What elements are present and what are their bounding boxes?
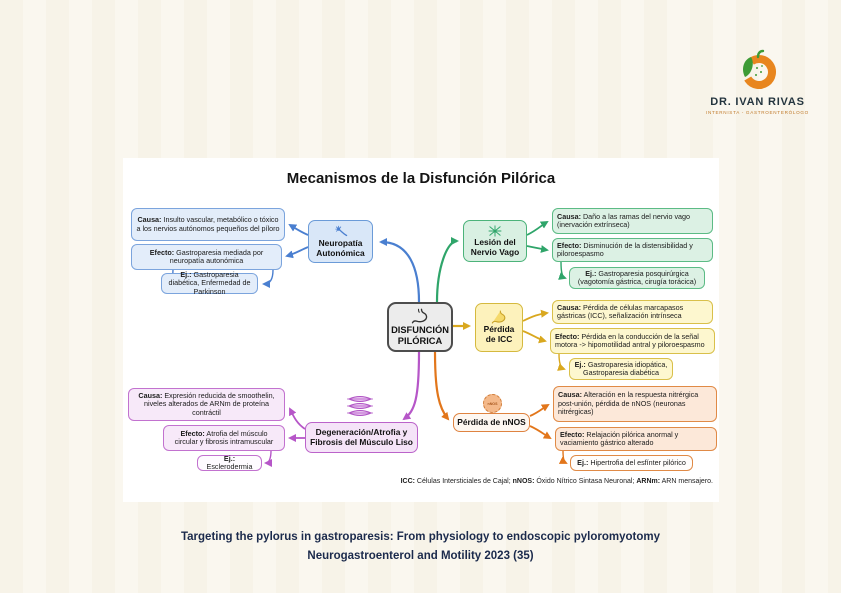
citation-title-line: Targeting the pylorus in gastroparesis: … (180, 531, 661, 543)
causa-label: Causa: (557, 302, 581, 312)
neuron-icon (334, 225, 347, 236)
causa-text: Expresión reducida de smoothelin, nivele… (143, 390, 275, 417)
logo-specialty: INTERNISTA - GASTROENTERÓLOGO (706, 110, 809, 115)
efecto-label: Efecto: (557, 240, 582, 250)
footnote-arnm-text: ARN mensajero. (660, 478, 713, 485)
icc-ejemplo-box: Ej.: Gastroparesia idiopática, Gastropar… (569, 358, 673, 380)
center-node-label: DISFUNCIÓN PILÓRICA (391, 324, 449, 346)
efecto-label: Efecto: (149, 247, 175, 257)
node-label: Lesión del Nervio Vago (470, 236, 520, 257)
node-perdida-icc: Pérdida de ICC (475, 303, 523, 352)
causa-label: Causa: (558, 390, 582, 400)
musculo-efecto-box: Efecto: Atrofia del músculo circular y f… (163, 425, 285, 451)
stomach-small-icon (491, 310, 506, 324)
footnote-icc-text: Células Intersticiales de Cajal; (414, 478, 513, 485)
ej-text: Gastroparesia diabética, Enfermedad de P… (168, 269, 251, 296)
diagram-title: Mecanismos de la Disfunción Pilórica (286, 170, 556, 187)
doctor-logo: DR. IVAN RIVAS INTERNISTA - GASTROENTERÓ… (700, 48, 815, 115)
efecto-text: Relajación pilórica anormal y vaciamient… (560, 429, 679, 447)
node-label: Neuropatía Autonómica (316, 237, 365, 258)
node-perdida-nnos: Pérdida de nNOS (453, 413, 530, 432)
ej-label: Ej.: (585, 268, 597, 278)
reference-citation: Targeting the pylorus in gastroparesis: … (0, 528, 841, 566)
nnos-causa-box: Causa: Alteración en la respuesta nitrér… (553, 386, 717, 422)
ej-label: Ej.: (223, 453, 236, 463)
musculo-causa-box: Causa: Expresión reducida de smoothelin,… (128, 388, 285, 421)
nnos-ejemplo-box: Ej.: Hipertrofia del esfínter pilórico (570, 455, 693, 471)
node-label: Pérdida de nNOS (457, 416, 526, 427)
nervio-vago-ejemplo-box: Ej.: Gastroparesia posquirúrgica (vagoto… (569, 267, 705, 289)
node-degeneracion-musculo-liso: Degeneración/Atrofia y Fibrosis del Músc… (305, 422, 418, 453)
node-neuropatia-autonomica: Neuropatía Autonómica (308, 220, 373, 263)
footnote-nnos-abbr: nNOS: (512, 478, 535, 485)
muscle-fibers-icon (347, 396, 373, 416)
logo-doctor-name: DR. IVAN RIVAS (710, 96, 805, 108)
ej-label: Ej.: (577, 457, 589, 467)
efecto-label: Efecto: (180, 428, 205, 438)
ej-text: Gastroparesia posquirúrgica (vagotomía g… (577, 268, 697, 286)
footnote-arnm-abbr: ARNm: (636, 478, 661, 485)
causa-text: Pérdida de células marcapasos gástricas … (557, 302, 684, 320)
connector-lines (164, 220, 568, 467)
ej-label: Ej.: (180, 269, 192, 279)
nnos-badge-text: nNOS (487, 401, 498, 406)
abbreviations-footnote: ICC: Células Intersticiales de Cajal; nN… (401, 478, 713, 485)
causa-label: Causa: (138, 390, 163, 400)
nerve-icon (488, 225, 502, 237)
causa-text: Insulto vascular, metabólico o tóxico a … (136, 215, 280, 233)
neuropatia-efecto-box: Efecto: Gastroparesia mediada por neurop… (131, 244, 282, 270)
causa-label: Causa: (557, 211, 581, 221)
efecto-text: Disminución de la distensibilidad y pilo… (557, 240, 693, 258)
efecto-text: Pérdida en la conducción de la señal mot… (555, 331, 705, 349)
neuropatia-ejemplo-box: Ej.: Gastroparesia diabética, Enfermedad… (161, 269, 258, 296)
ej-label: Ej.: (574, 359, 586, 369)
node-lesion-nervio-vago: Lesión del Nervio Vago (463, 220, 527, 262)
citation-journal-line: Neurogastroenterol and Motility 2023 (35… (307, 550, 534, 562)
causa-text: Daño a las ramas del nervio vago (inerva… (557, 211, 691, 229)
ej-text: Esclerodermia (206, 462, 253, 471)
efecto-label: Efecto: (555, 331, 580, 341)
node-label: Degeneración/Atrofia y Fibrosis del Músc… (310, 426, 413, 447)
efecto-text: Atrofia del músculo circular y fibrosis … (174, 428, 274, 446)
node-disfuncion-pilorica: DISFUNCIÓN PILÓRICA (387, 302, 453, 352)
nervio-vago-efecto-box: Efecto: Disminución de la distensibilida… (552, 238, 713, 262)
node-label: Pérdida de ICC (483, 324, 515, 344)
stomach-logo-icon (741, 49, 776, 89)
musculo-ejemplo-box: Ej.: Esclerodermia (197, 453, 262, 471)
efecto-text: Gastroparesia mediada por neuropatía aut… (169, 247, 264, 265)
icc-efecto-box: Efecto: Pérdida en la conducción de la s… (550, 328, 715, 354)
mindmap-slide-panel: Mecanismos de la Disfunción Pilórica (123, 158, 719, 502)
nnos-efecto-box: Efecto: Relajación pilórica anormal y va… (555, 427, 717, 451)
ej-text: Gastroparesia idiopática, Gastroparesia … (583, 359, 668, 377)
icc-causa-box: Causa: Pérdida de células marcapasos gás… (552, 300, 713, 324)
efecto-label: Efecto: (560, 429, 585, 439)
causa-text: Alteración en la respuesta nitrérgica po… (558, 390, 699, 417)
nervio-vago-causa-box: Causa: Daño a las ramas del nervio vago … (552, 208, 713, 234)
ej-text: Hipertrofia del esfínter pilórico (588, 457, 686, 467)
nnos-badge-icon: nNOS (483, 394, 502, 413)
footnote-icc-abbr: ICC: (400, 478, 415, 485)
footnote-nnos-text: Óxido Nítrico Sintasa Neuronal; (534, 478, 637, 485)
neuropatia-causa-box: Causa: Insulto vascular, metabólico o tó… (131, 208, 285, 241)
stomach-icon (411, 308, 428, 324)
causa-label: Causa: (137, 215, 162, 225)
